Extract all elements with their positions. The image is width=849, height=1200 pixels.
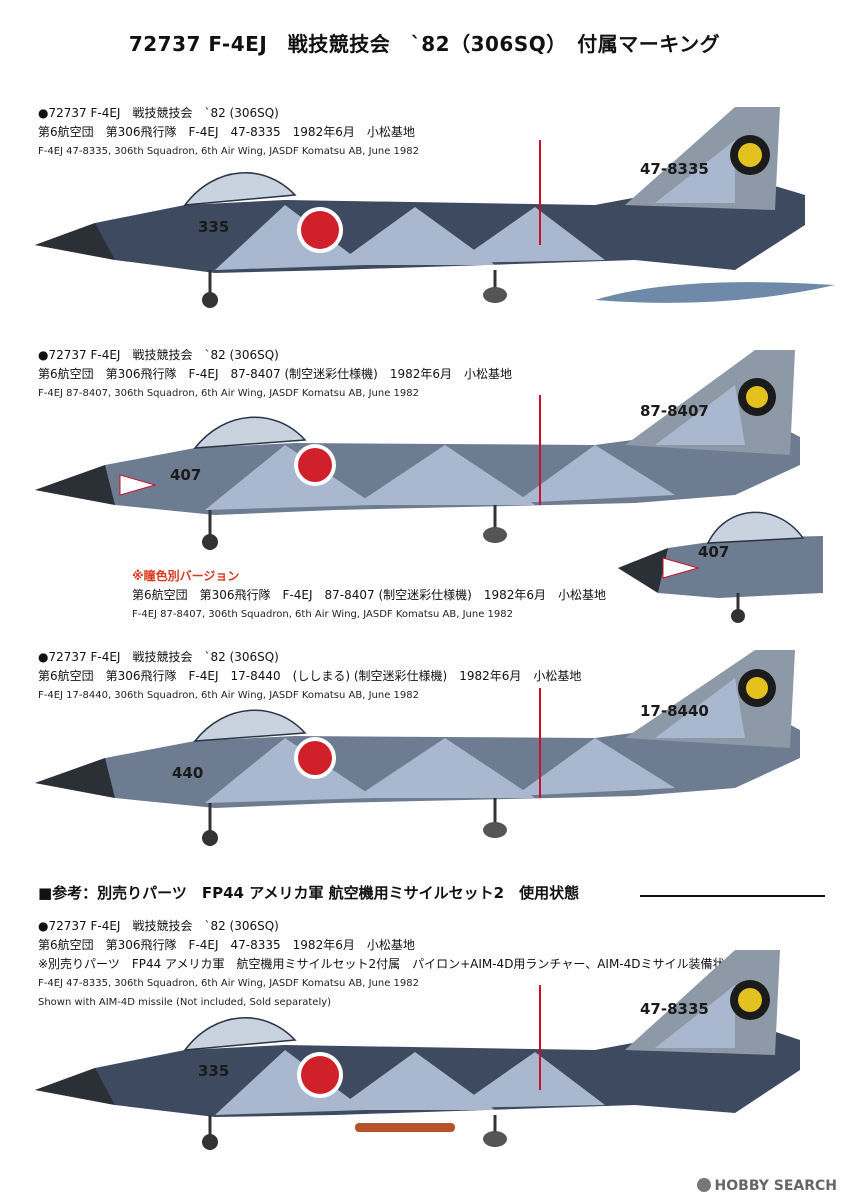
variant-line2: 第6航空団 第306飛行隊 F-4EJ 87-8407 (制空迷彩仕様機) 19… [132,588,607,602]
section-2-line2: 第6航空団 第306飛行隊 F-4EJ 87-8407 (制空迷彩仕様機) 19… [38,367,513,381]
section-3-line3: F-4EJ 17-8440, 306th Squadron, 6th Air W… [38,690,419,701]
page-title: 72737 F-4EJ 戦技競技会 `82（306SQ） 付属マーキング [128,32,721,56]
tail-code-2: 87-8407 [640,402,709,420]
tail-code-4: 47-8335 [640,1000,709,1018]
tail-code-3: 17-8440 [640,702,709,720]
reference-info: ●72737 F-4EJ 戦技競技会 `82 (306SQ) 第6航空団 第30… [38,917,737,1012]
section-3-line1: ●72737 F-4EJ 戦技競技会 `82 (306SQ) [38,650,279,664]
reference-line4: F-4EJ 47-8335, 306th Squadron, 6th Air W… [38,978,419,989]
watermark-text: HOBBY SEARCH [714,1178,837,1194]
aircraft-profile-3 [35,650,800,846]
section-1-line2: 第6航空団 第306飛行隊 F-4EJ 47-8335 1982年6月 小松基地 [38,125,415,139]
nose-number-4: 335 [198,1062,230,1080]
nose-number-2: 407 [170,466,202,484]
section-3-line2: 第6航空団 第306飛行隊 F-4EJ 17-8440 (ししまる) (制空迷彩… [38,669,582,683]
section-1-line1: ●72737 F-4EJ 戦技競技会 `82 (306SQ) [38,106,279,120]
reference-line2: 第6航空団 第306飛行隊 F-4EJ 47-8335 1982年6月 小松基地 [38,938,415,952]
section-1-info: ●72737 F-4EJ 戦技競技会 `82 (306SQ) 第6航空団 第30… [38,104,419,161]
section-variant-info: ※瞳色別バージョン 第6航空団 第306飛行隊 F-4EJ 87-8407 (制… [132,567,606,624]
section-2-line3: F-4EJ 87-8407, 306th Squadron, 6th Air W… [38,388,419,399]
watermark-logo-icon [696,1178,711,1192]
aircraft-profile-1 [35,107,835,308]
aircraft-profile-4 [35,950,800,1150]
reference-heading: ■参考：別売りパーツ FP44 アメリカ軍 航空機用ミサイルセット2 使用状態 [38,884,580,902]
tail-code-1: 47-8335 [640,160,709,178]
reference-line5: Shown with AIM-4D missile (Not included,… [38,997,332,1008]
section-3-info: ●72737 F-4EJ 戦技競技会 `82 (306SQ) 第6航空団 第30… [38,648,581,705]
aircraft-nose-closeup [618,511,823,623]
aircraft-profile-2 [35,350,800,550]
watermark: HOBBY SEARCH [696,1178,837,1194]
nose-number-1: 335 [198,218,230,236]
reference-line3: ※別売りパーツ FP44 アメリカ軍 航空機用ミサイルセット2付属 パイロン+A… [38,957,737,971]
nose-number-variant: 407 [698,543,730,561]
variant-line3: F-4EJ 87-8407, 306th Squadron, 6th Air W… [132,609,513,620]
section-2-line1: ●72737 F-4EJ 戦技競技会 `82 (306SQ) [38,348,279,362]
section-1-line3: F-4EJ 47-8335, 306th Squadron, 6th Air W… [38,146,419,157]
section-2-info: ●72737 F-4EJ 戦技競技会 `82 (306SQ) 第6航空団 第30… [38,346,512,403]
nose-number-3: 440 [172,764,204,782]
reference-line1: ●72737 F-4EJ 戦技競技会 `82 (306SQ) [38,919,279,933]
reference-rule [640,895,825,897]
variant-label: ※瞳色別バージョン [132,569,240,583]
